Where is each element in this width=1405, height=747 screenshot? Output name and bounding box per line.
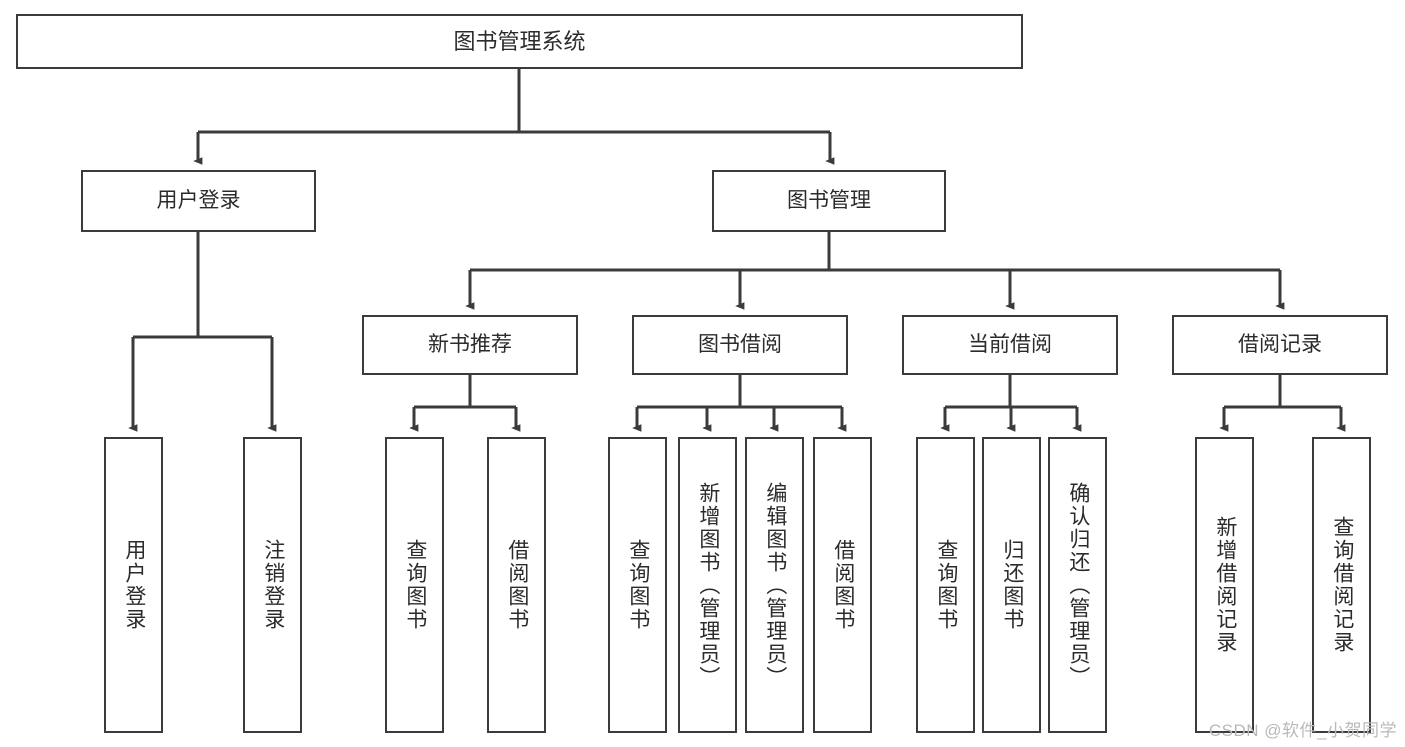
node-user-login[interactable]: 用户登录 [81, 170, 316, 232]
node-leaf-user-login-label: 用户登录 [122, 539, 146, 631]
watermark: CSDN @软件_小贺同学 [1208, 721, 1397, 740]
node-leaf-return-book[interactable]: 归还图书 [982, 437, 1041, 733]
node-book-borrow-label: 图书借阅 [698, 332, 782, 356]
node-leaf-confirm-return-label: 确认归还（管理员） [1066, 481, 1090, 689]
node-leaf-borrow-book-2-label: 借阅图书 [831, 539, 855, 631]
node-new-book-rec-label: 新书推荐 [428, 332, 512, 356]
node-leaf-add-record[interactable]: 新增借阅记录 [1195, 437, 1254, 733]
node-leaf-logout[interactable]: 注销登录 [243, 437, 302, 733]
node-leaf-user-login[interactable]: 用户登录 [104, 437, 163, 733]
node-leaf-query-record-label: 查询借阅记录 [1330, 516, 1354, 654]
node-root-label: 图书管理系统 [453, 28, 586, 54]
node-leaf-query-book-1[interactable]: 查询图书 [385, 437, 444, 733]
node-current-borrow[interactable]: 当前借阅 [902, 315, 1118, 375]
node-leaf-borrow-book-1-label: 借阅图书 [505, 539, 529, 631]
node-leaf-logout-label: 注销登录 [261, 539, 285, 631]
node-leaf-confirm-return[interactable]: 确认归还（管理员） [1048, 437, 1107, 733]
node-leaf-borrow-book-2[interactable]: 借阅图书 [813, 437, 872, 733]
node-book-manage-label: 图书管理 [787, 188, 871, 212]
node-leaf-return-book-label: 归还图书 [1000, 539, 1024, 631]
node-leaf-query-book-1-label: 查询图书 [403, 539, 427, 631]
node-leaf-query-book-2-label: 查询图书 [626, 539, 650, 631]
node-leaf-query-book-3[interactable]: 查询图书 [916, 437, 975, 733]
node-user-login-label: 用户登录 [156, 188, 241, 212]
node-borrow-record[interactable]: 借阅记录 [1172, 315, 1388, 375]
node-root[interactable]: 图书管理系统 [16, 14, 1023, 69]
node-leaf-query-record[interactable]: 查询借阅记录 [1312, 437, 1371, 733]
node-leaf-query-book-2[interactable]: 查询图书 [608, 437, 667, 733]
node-leaf-edit-book-label: 编辑图书（管理员） [763, 481, 787, 689]
node-current-borrow-label: 当前借阅 [968, 332, 1052, 356]
node-leaf-edit-book[interactable]: 编辑图书（管理员） [745, 437, 804, 733]
node-book-borrow[interactable]: 图书借阅 [632, 315, 848, 375]
node-borrow-record-label: 借阅记录 [1238, 332, 1322, 356]
node-leaf-query-book-3-label: 查询图书 [934, 539, 958, 631]
node-leaf-add-record-label: 新增借阅记录 [1213, 516, 1237, 654]
node-leaf-add-book-label: 新增图书（管理员） [696, 481, 720, 689]
node-leaf-add-book[interactable]: 新增图书（管理员） [678, 437, 737, 733]
node-book-manage[interactable]: 图书管理 [712, 170, 946, 232]
node-new-book-rec[interactable]: 新书推荐 [362, 315, 578, 375]
node-leaf-borrow-book-1[interactable]: 借阅图书 [487, 437, 546, 733]
